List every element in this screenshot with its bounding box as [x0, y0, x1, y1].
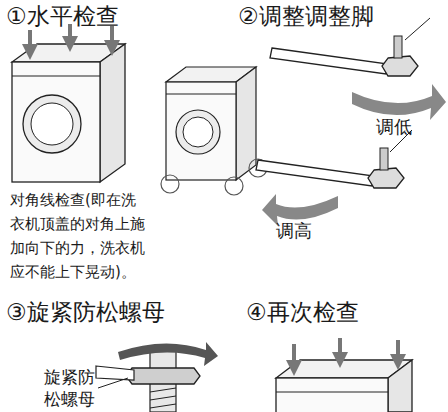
foot-circle [225, 177, 243, 195]
door-glass [183, 117, 213, 147]
thread-line [150, 388, 176, 392]
machine-front [276, 378, 388, 412]
control-panel-line [166, 94, 236, 95]
control-panel-line [12, 76, 100, 77]
adjust-label: 调低 [376, 116, 436, 138]
panel-heading: ①水平检查 [6, 2, 186, 30]
machine-front [166, 82, 236, 180]
foot-nut [368, 168, 404, 188]
thread-line [150, 404, 176, 408]
machine-door [23, 95, 81, 153]
wrench [270, 48, 388, 74]
turn-arrow [352, 84, 446, 120]
press-arrow [110, 26, 114, 48]
foot-bolt [394, 36, 402, 58]
lock-nut [126, 368, 200, 384]
press-arrow [338, 338, 342, 360]
machine-door [176, 110, 220, 154]
panel-heading: ③旋紧防松螺母 [6, 298, 206, 326]
machine-side [388, 360, 412, 412]
panel-heading: ④再次检查 [246, 298, 436, 326]
door-glass [31, 103, 73, 145]
thread-line [150, 396, 176, 400]
press-arrow [28, 30, 32, 52]
wrench [96, 366, 134, 380]
wrench [256, 160, 374, 186]
machine-side [236, 67, 256, 180]
leader-line [405, 18, 430, 40]
press-arrow [396, 340, 400, 362]
adjust-label: 调高 [276, 220, 336, 242]
machine-front [12, 62, 100, 182]
foot-circle [161, 175, 179, 193]
machine-side [100, 44, 125, 182]
foot-nut [382, 56, 418, 76]
control-panel-line [276, 392, 388, 393]
callout-label: 旋紧防松螺母 [44, 366, 98, 410]
note-text: 对角线检查(即在洗衣机顶盖的对角上施加向下的力，洗衣机应不能上下晃动)。 [10, 188, 150, 284]
panel-heading: ②调整调整脚 [238, 2, 438, 30]
press-arrow [292, 344, 296, 368]
foot-bolt [380, 148, 388, 170]
turn-arrow [118, 342, 218, 366]
leader-line [98, 378, 128, 388]
